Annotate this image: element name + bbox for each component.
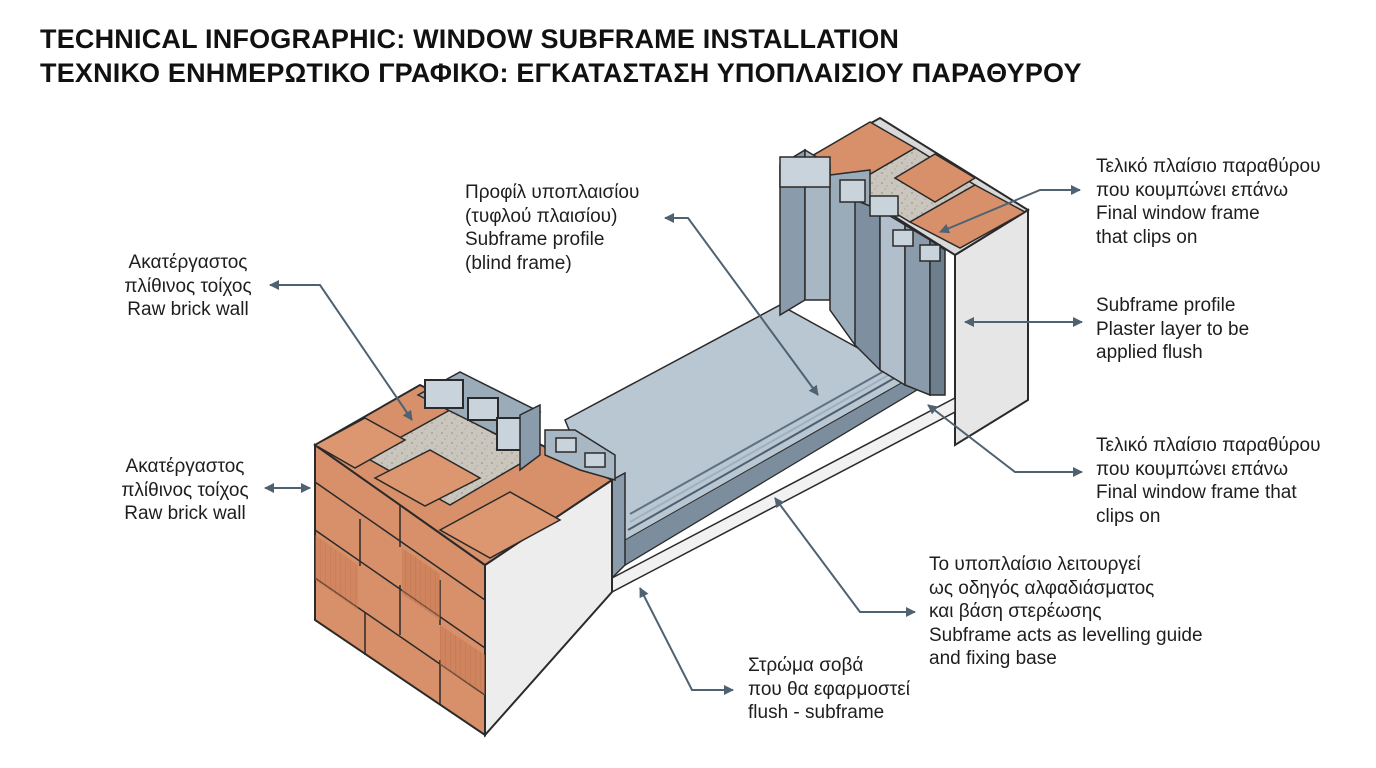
- label-line: Ακατέργαστος: [128, 252, 248, 273]
- arrow-icon: [664, 213, 819, 396]
- label-line: Τελικό πλαίσιο παραθύρου: [1096, 435, 1321, 456]
- label-line: Subframe profile: [465, 229, 605, 250]
- label-line: Στρώμα σοβά: [748, 655, 864, 676]
- label-line: Raw brick wall: [127, 299, 249, 320]
- label-line: ως οδηγός αλφαδιάσματος: [929, 577, 1155, 599]
- label-line: Raw brick wall: [124, 503, 246, 524]
- label-line: Το υποπλαίσιο λειτουργεί: [929, 554, 1141, 575]
- label-line: clips on: [1096, 505, 1161, 527]
- label-line: Ακατέργαστος: [125, 456, 245, 477]
- arrow-icon: [774, 497, 916, 617]
- label-line: πλίθινος τοίχος: [124, 275, 252, 297]
- label-line: that clips on: [1096, 226, 1198, 248]
- label-line: Subframe profile: [1096, 295, 1236, 316]
- arrow-icon: [939, 185, 1081, 234]
- label-line: Final window frame: [1096, 203, 1260, 224]
- label-final-frame-upper: Τελικό πλαίσιο παραθύρου που κουμπώνει ε…: [1096, 155, 1320, 249]
- callout-arrows: [264, 185, 1083, 695]
- label-line: Τελικό πλαίσιο παραθύρου: [1096, 156, 1321, 177]
- arrow-icon: [639, 587, 734, 695]
- label-line: Plaster layer to be: [1096, 318, 1250, 340]
- label-line: που θα εφαρμοστεί: [748, 678, 910, 700]
- label-line: πλίθινος τοίχος: [121, 479, 249, 501]
- label-line: and fixing base: [929, 648, 1057, 669]
- arrow-icon: [927, 404, 1083, 477]
- subframe-jamb-profile: [779, 148, 946, 397]
- label-levelling-guide: Το υποπλαίσιο λειτουργεί ως οδηγός αλφαδ…: [929, 553, 1203, 671]
- label-line: και βάση στερέωσης: [929, 601, 1102, 622]
- left-subframe-profile: [416, 371, 616, 481]
- label-line: flush - subframe: [748, 702, 885, 723]
- label-line: Final window frame that: [1096, 482, 1297, 503]
- label-line: που κουμπώνει επάνω: [1096, 458, 1289, 480]
- arrow-icon: [269, 280, 413, 421]
- page-title-greek: ΤΕΧΝΙΚΟ ΕΝΗΜΕΡΩΤΙΚΟ ΓΡΑΦΙΚΟ: ΕΓΚΑΤΑΣΤΑΣΗ…: [40, 58, 1082, 88]
- label-line: Subframe acts as levelling guide: [929, 624, 1203, 646]
- label-plaster-layer: Στρώμα σοβά που θα εφαρμοστεί flush - su…: [748, 654, 910, 725]
- label-line: (blind frame): [465, 252, 572, 274]
- label-brick-wall-lower: Ακατέργαστος πλίθινος τοίχος Raw brick w…: [100, 455, 270, 526]
- label-line: Προφίλ υποπλαισίου: [465, 182, 640, 203]
- label-line: (τυφλού πλαισίου): [465, 205, 618, 227]
- label-subframe-profile-right: Subframe profile Plaster layer to be app…: [1096, 294, 1249, 365]
- label-line: που κουμπώνει επάνω: [1096, 179, 1289, 201]
- label-line: applied flush: [1096, 342, 1203, 363]
- label-subframe-profile-top: Προφίλ υποπλαισίου (τυφλού πλαισίου) Sub…: [465, 181, 639, 275]
- label-final-frame-lower: Τελικό πλαίσιο παραθύρου που κουμπώνει ε…: [1096, 434, 1320, 528]
- label-brick-wall-upper: Ακατέργαστος πλίθινος τοίχος Raw brick w…: [103, 251, 273, 322]
- page-title-english: TECHNICAL INFOGRAPHIC: WINDOW SUBFRAME I…: [40, 24, 900, 54]
